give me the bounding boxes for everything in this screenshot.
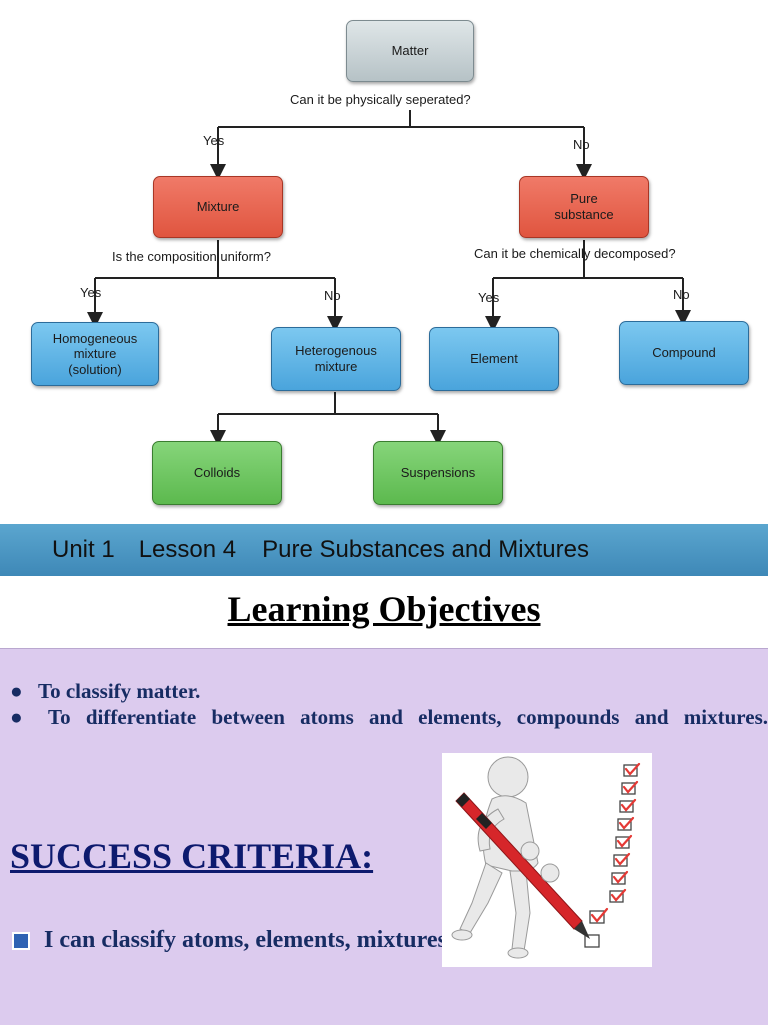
objectives-panel: ●To classify matter. ● To differentiate … xyxy=(0,648,768,1025)
flowchart-connectors xyxy=(87,110,691,446)
label-yes-homogeneous: Yes xyxy=(80,285,102,300)
question-composition-uniform: Is the composition uniform? xyxy=(112,249,271,264)
node-homogeneous-mixture: Homogeneous mixture (solution) xyxy=(31,322,159,386)
unit-lesson-banner: Unit 1 Lesson 4 Pure Substances and Mixt… xyxy=(0,524,768,576)
question-physically-separated: Can it be physically seperated? xyxy=(290,92,471,107)
node-element: Element xyxy=(429,327,559,391)
checklist-illustration xyxy=(442,753,652,967)
checklist-person-icon xyxy=(451,756,641,959)
objective-item: ● To differentiate between atoms and ele… xyxy=(10,705,768,729)
label-yes-element: Yes xyxy=(478,290,500,305)
classification-flowchart: Matter Can it be physically seperated? Y… xyxy=(31,20,749,505)
lesson-title: Pure Substances and Mixtures xyxy=(262,536,589,563)
round-bullet-icon: ● xyxy=(10,705,23,729)
node-compound: Compound xyxy=(619,321,749,385)
label-no-heterogenous: No xyxy=(324,288,341,303)
label-no-pure: No xyxy=(573,137,590,152)
label-yes-mixture: Yes xyxy=(203,133,225,148)
node-heterogenous-mixture: Heterogenous mixture xyxy=(271,327,401,391)
objective-item: ●To classify matter. xyxy=(10,679,201,703)
success-criteria-heading: SUCCESS CRITERIA: xyxy=(10,836,374,876)
node-pure-substance: Pure substance xyxy=(519,176,649,238)
learning-objectives-heading: Learning Objectives xyxy=(227,589,541,629)
question-chemically-decomposed: Can it be chemically decomposed? xyxy=(474,246,676,261)
round-bullet-icon: ● xyxy=(10,679,23,703)
square-bullet-icon xyxy=(12,932,30,951)
node-colloids: Colloids xyxy=(152,441,282,505)
unit-label: Unit 1 xyxy=(52,536,115,563)
label-no-compound: No xyxy=(673,287,690,302)
lesson-label: Lesson 4 xyxy=(138,536,237,563)
node-matter: Matter xyxy=(346,20,474,82)
node-suspensions: Suspensions xyxy=(373,441,503,505)
node-mixture: Mixture xyxy=(153,176,283,238)
